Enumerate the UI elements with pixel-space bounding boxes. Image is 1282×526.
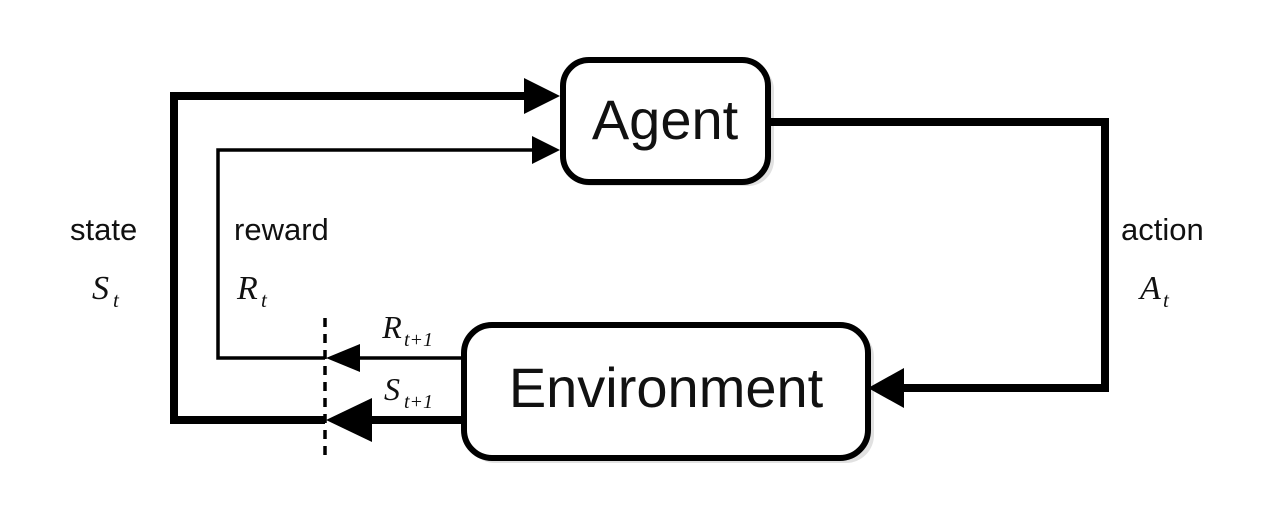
state-symbol-label: S xyxy=(92,270,109,307)
next-reward-symbol-label: R xyxy=(381,309,402,345)
environment-box[interactable] xyxy=(461,322,871,461)
state-word-label: state xyxy=(70,212,137,247)
environment-label: Environment xyxy=(509,356,824,419)
reward-edge-line xyxy=(216,148,532,360)
next-state-label-group: S t+1 xyxy=(384,371,433,413)
state-label-group: state S t xyxy=(70,212,137,312)
state-edge xyxy=(170,78,560,424)
next-state-symbol-label: S xyxy=(384,371,400,407)
action-word-label: action xyxy=(1121,212,1204,247)
action-symbol-label: A xyxy=(1138,270,1161,307)
next-state-edge xyxy=(326,398,461,442)
action-label-group: action A t xyxy=(1121,212,1204,312)
agent-label: Agent xyxy=(592,88,739,151)
state-arrowhead-icon xyxy=(524,78,560,114)
action-arrowhead-icon xyxy=(868,368,904,408)
reward-label-group: reward R t xyxy=(234,212,329,312)
action-subscript-label: t xyxy=(1163,288,1170,312)
next-reward-label-group: R t+1 xyxy=(381,309,433,351)
reward-subscript-label: t xyxy=(261,288,268,312)
reward-word-label: reward xyxy=(234,212,329,247)
environment-node[interactable]: Environment xyxy=(461,322,871,461)
next-reward-edge xyxy=(326,344,461,372)
reward-edge xyxy=(216,136,560,360)
next-reward-arrowhead-icon xyxy=(326,344,360,372)
agent-box[interactable] xyxy=(560,57,771,185)
action-edge-line xyxy=(768,118,1109,392)
reward-symbol-label: R xyxy=(236,270,258,307)
action-edge xyxy=(768,118,1109,408)
state-edge-line xyxy=(170,92,524,424)
next-state-subscript-label: t+1 xyxy=(404,391,433,413)
next-reward-subscript-label: t+1 xyxy=(404,329,433,351)
next-state-arrowhead-icon xyxy=(326,398,372,442)
agent-node[interactable]: Agent xyxy=(560,57,771,185)
reward-arrowhead-icon xyxy=(532,136,560,164)
state-subscript-label: t xyxy=(113,288,120,312)
